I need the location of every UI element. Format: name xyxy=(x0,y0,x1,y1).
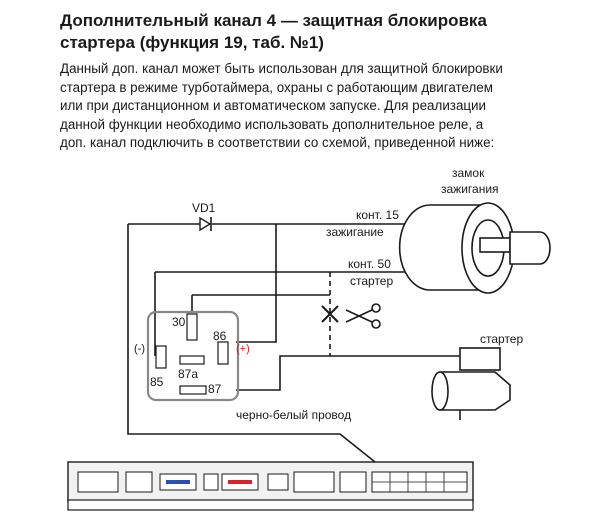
relay-pin-85 xyxy=(155,345,167,369)
description-paragraph: Данный доп. канал может быть использован… xyxy=(60,60,580,153)
wire-vd1-left xyxy=(127,224,376,463)
paragraph-line: данной функции необходимо использовать д… xyxy=(60,116,484,132)
contact-50-label: конт. 50 xyxy=(348,257,391,271)
paragraph-line: доп. канал подключить в соответствии со … xyxy=(60,135,495,150)
relay-pin-87a-label: 87a xyxy=(178,367,198,381)
diode-label: VD1 xyxy=(192,201,216,215)
ignition-lock-label-1: замок xyxy=(452,166,485,180)
relay-box xyxy=(146,310,240,402)
paragraph-line: или при дистанционном и автоматическом з… xyxy=(60,98,487,113)
wire-87 xyxy=(236,355,460,391)
section-heading: Дополнительный канал 4 — защитная блокир… xyxy=(60,10,580,54)
starter-label: стартер xyxy=(480,332,523,346)
ignition-lock-label-2: зажигания xyxy=(441,182,499,196)
paragraph-line: стартера в режиме турботаймера, охраны с… xyxy=(60,79,493,95)
diode-icon xyxy=(199,216,212,232)
heading-line-1: Дополнительный канал 4 — защитная блокир… xyxy=(60,11,487,30)
relay-pin-86 xyxy=(217,341,229,365)
plus-label: (+) xyxy=(236,343,250,355)
relay-pin-30 xyxy=(186,313,198,341)
starter-wire-label: стартер xyxy=(350,274,393,288)
relay-pin-87 xyxy=(179,385,207,395)
paragraph-line: Данный доп. канал может быть использован… xyxy=(60,61,503,76)
relay-pin-86-label: 86 xyxy=(213,329,227,343)
cut-mark-icon xyxy=(321,305,339,323)
relay-pin-87a xyxy=(179,355,205,365)
ignition-wire-label: зажигание xyxy=(326,225,384,239)
main-connector xyxy=(67,461,474,511)
minus-label: (-) xyxy=(134,343,145,355)
relay-pin-30-label: 30 xyxy=(172,315,186,329)
scissors-icon xyxy=(345,303,381,329)
relay-pin-85-label: 85 xyxy=(150,375,164,389)
contact-15-label: конт. 15 xyxy=(356,208,399,222)
wire-to-relay-86 xyxy=(236,224,277,343)
wire-color-label: черно-белый провод xyxy=(236,408,351,422)
heading-line-2: стартера (функция 19, таб. №1) xyxy=(60,33,324,52)
ignition-lock-icon xyxy=(398,202,551,294)
starter-motor-icon xyxy=(431,347,511,420)
relay-pin-87-label: 87 xyxy=(208,382,222,396)
